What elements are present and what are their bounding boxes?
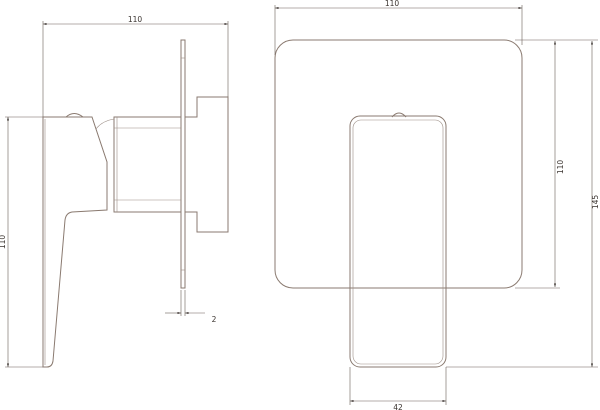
dim-label-handle-width: 42	[393, 403, 403, 410]
dim-label-total-height: 145	[591, 195, 600, 210]
lever-handle	[42, 113, 108, 368]
dim-label-side-width: 110	[128, 15, 143, 24]
cartridge-body	[95, 116, 181, 213]
knob	[65, 113, 84, 118]
side-view: 110 110 2	[0, 15, 229, 368]
dimension-plate-height: 110	[515, 39, 565, 289]
dim-label-side-height: 110	[0, 235, 7, 250]
rear-housing	[185, 96, 229, 233]
dimension-width-front: 110	[274, 0, 523, 55]
wall-plate	[180, 39, 186, 289]
dim-label-plate-thickness: 2	[212, 315, 217, 324]
dimension-width-side: 110	[42, 15, 229, 117]
dimension-total-height: 145	[446, 39, 600, 368]
knob	[391, 112, 407, 118]
dim-label-plate-height: 110	[556, 160, 565, 175]
dim-label-front-width: 110	[385, 0, 400, 8]
dimension-handle-width: 42	[349, 367, 447, 410]
cover-plate	[274, 39, 523, 289]
front-view: 110 110 145 42	[274, 0, 600, 410]
front-handle	[349, 112, 447, 368]
dimension-height-side: 110	[0, 116, 43, 368]
dimension-plate-thickness: 2	[165, 290, 217, 324]
